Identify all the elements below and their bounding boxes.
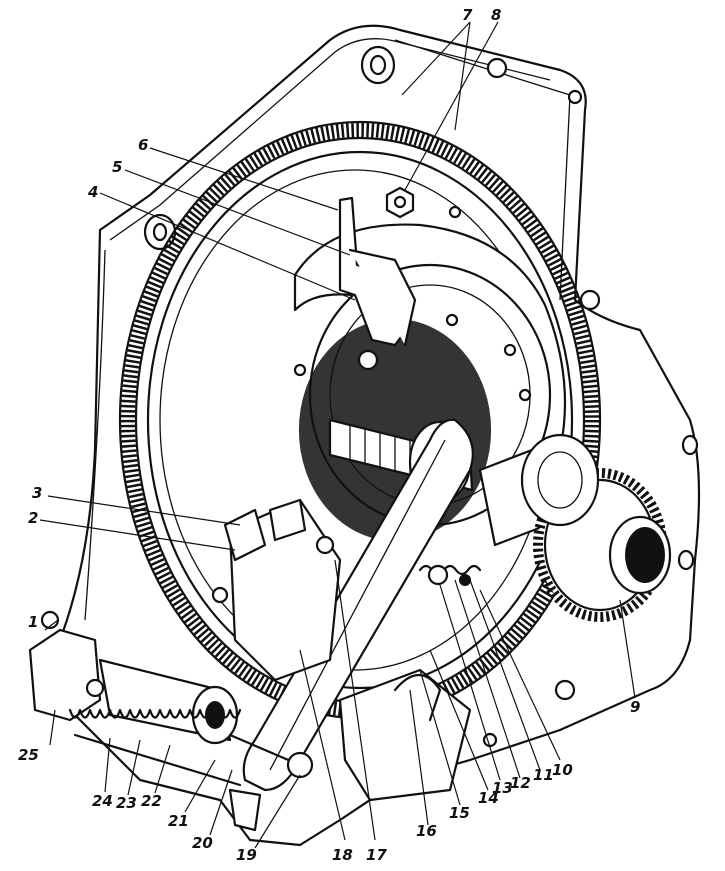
callout-label: 9 [630, 698, 640, 716]
callout-label: 4 [87, 183, 98, 201]
callout-label: 15 [449, 804, 470, 822]
callout-label: 23 [116, 794, 137, 812]
callout-label: 21 [168, 812, 189, 830]
callout-labels: 1 2 3 4 5 6 7 8 9 10 11 12 13 14 15 16 1… [18, 6, 640, 864]
push-rod [228, 733, 314, 832]
callout-label: 7 [462, 6, 473, 24]
callout-label: 13 [492, 779, 513, 797]
callout-label: 25 [18, 746, 39, 764]
cover-bolt [385, 186, 415, 219]
callout-label: 10 [552, 761, 573, 779]
release-lever [338, 196, 417, 371]
callout-label: 8 [491, 6, 501, 24]
callout-label: 24 [92, 792, 113, 810]
callout-label: 11 [533, 766, 554, 784]
driven-gear [478, 433, 672, 622]
callout-label: 6 [138, 136, 148, 154]
callout-label: 19 [236, 846, 257, 864]
callout-label: 3 [32, 484, 42, 502]
callout-label: 18 [332, 846, 353, 864]
release-fork [242, 418, 474, 792]
callout-label: 2 [28, 509, 38, 527]
callout-label: 16 [416, 822, 437, 840]
leader-lines [39, 21, 636, 849]
callout-label: 1 [28, 613, 38, 631]
tension-spring [68, 708, 242, 787]
callout-label: 17 [366, 846, 387, 864]
callout-label: 14 [478, 789, 499, 807]
return-spring [418, 564, 482, 586]
callout-label: 12 [510, 774, 531, 792]
callout-label: 22 [141, 792, 162, 810]
callout-label: 20 [192, 834, 213, 852]
release-bearing-housing [211, 498, 342, 682]
callout-label: 5 [112, 158, 122, 176]
